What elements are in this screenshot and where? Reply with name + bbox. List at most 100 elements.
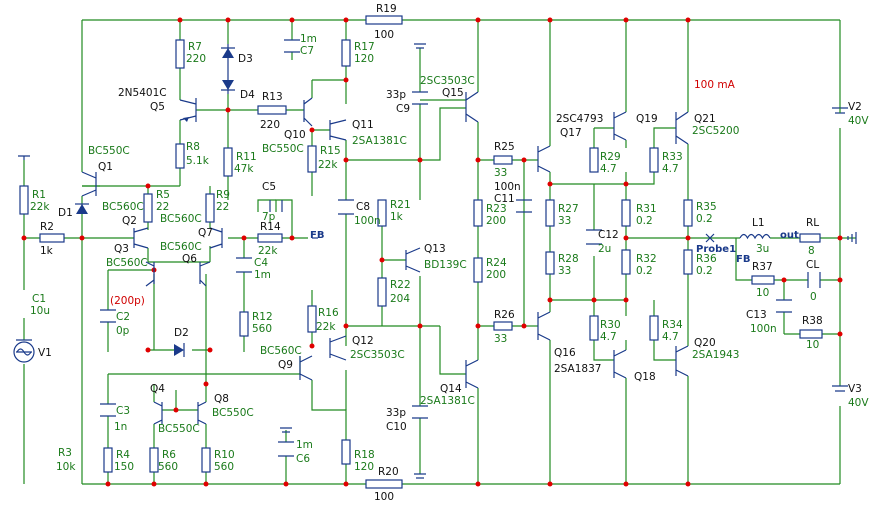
label-Q2-model: BC560C [102, 201, 144, 213]
label-FB-node-1: FB [310, 230, 324, 241]
label-R14: R14 [260, 221, 281, 233]
label-R12-value: 560 [252, 323, 272, 335]
supply-marker-bottom [414, 473, 426, 479]
Q17-transistor [537, 145, 551, 173]
label-R4-value: 150 [114, 461, 134, 473]
R6-resistor [149, 447, 159, 473]
label-R21: R21 [390, 199, 411, 211]
label-L1-value: 3u [756, 243, 769, 255]
label-R10: R10 [214, 449, 235, 461]
label-R20-value: 100 [374, 491, 394, 503]
R13-resistor [257, 105, 287, 115]
label-Q12-model: 2SC3503C [350, 349, 405, 361]
R28-resistor [545, 251, 555, 275]
D4-diode [221, 76, 235, 94]
R33-resistor [649, 147, 659, 173]
label-D4: D4 [240, 89, 255, 101]
label-C13-value: 100n [750, 323, 777, 335]
label-R25-value: 33 [494, 167, 507, 179]
label-Q19: Q19 [636, 113, 658, 125]
label-R16: R16 [318, 307, 339, 319]
label-C5: C5 [262, 181, 276, 193]
Q12-transistor [329, 335, 347, 361]
Q21-transistor [675, 111, 689, 145]
Q2-transistor [133, 227, 149, 249]
label-R29: R29 [600, 151, 621, 163]
Q9-transistor [299, 355, 313, 381]
label-RL: RL [806, 217, 819, 229]
R8-resistor [175, 143, 185, 169]
label-R1-value: 22k [30, 201, 50, 213]
supply-marker-top [414, 43, 426, 49]
label-R18-value: 120 [354, 461, 374, 473]
label-C9-value: 33p [386, 89, 406, 101]
label-C4: C4 [254, 257, 268, 269]
label-R13: R13 [262, 91, 283, 103]
R7-resistor [175, 39, 185, 69]
C6-capacitor [278, 441, 294, 457]
label-Q15: Q15 [442, 87, 464, 99]
RL-resistor [799, 233, 821, 243]
R38-resistor [799, 329, 823, 339]
label-R34-value: 4.7 [662, 331, 679, 343]
label-FB-node-2: FB [736, 254, 750, 265]
label-C10-value: 33p [386, 407, 406, 419]
L1-inductor [739, 233, 771, 240]
label-C11-value: 100n [494, 181, 521, 193]
label-C2-note: (200p) [110, 295, 145, 307]
sources-and-misc [13, 107, 857, 392]
R22-resistor [377, 277, 387, 307]
label-R6: R6 [162, 449, 176, 461]
V3-source [832, 385, 848, 392]
R31-resistor [621, 199, 631, 227]
label-R20: R20 [378, 466, 399, 478]
label-C5-value: 7p [262, 211, 276, 223]
label-R12: R12 [252, 311, 273, 323]
label-C12: C12 [598, 229, 619, 241]
label-Q6-model: BC560C [160, 241, 202, 253]
probe-marker [705, 233, 715, 243]
R21-resistor [377, 199, 387, 227]
label-C3: C3 [116, 405, 130, 417]
Q6-transistor [199, 261, 211, 287]
label-Q2: Q2 [122, 215, 137, 227]
label-Q1: Q1 [98, 161, 113, 173]
C12-capacitor [586, 229, 602, 245]
label-V3: V3 [848, 383, 862, 395]
label-Q7-model: BC560C [160, 213, 202, 225]
C8-capacitor [338, 199, 354, 215]
label-R8-value: 5.1k [186, 155, 210, 167]
label-R6-value: 560 [158, 461, 178, 473]
label-V2-value: 40V [848, 115, 869, 127]
label-Q9: Q9 [278, 359, 293, 371]
diodes [75, 44, 235, 357]
R12-resistor [239, 311, 249, 337]
label-probe: Probe1 [696, 244, 736, 255]
label-RL-value: 8 [808, 245, 815, 257]
label-R29-value: 4.7 [600, 163, 617, 175]
label-C1: C1 [32, 293, 46, 305]
label-Q14-model: 2SA1381C [420, 395, 475, 407]
label-Q20-model: 2SA1943 [692, 349, 739, 361]
C4-capacitor [236, 257, 252, 273]
label-R15-value: 22k [318, 159, 338, 171]
labels: R19 100 R20 100 R7 220 D3 D4 1m C7 R17 1… [30, 3, 869, 503]
label-V3-value: 40V [848, 397, 869, 409]
R24-resistor [473, 257, 483, 283]
label-R2: R2 [40, 221, 54, 233]
label-R32: R32 [636, 253, 657, 265]
label-C10: C10 [386, 421, 407, 433]
R5-resistor [143, 193, 153, 223]
label-Q13: Q13 [424, 243, 446, 255]
label-R22-value: 204 [390, 293, 410, 305]
label-R11: R11 [236, 151, 257, 163]
R36-resistor [683, 249, 693, 275]
label-R31: R31 [636, 203, 657, 215]
label-R27: R27 [558, 203, 579, 215]
label-C2: C2 [116, 311, 130, 323]
label-R33: R33 [662, 151, 683, 163]
label-Q3: Q3 [114, 243, 129, 255]
label-current-note: 100 mA [694, 79, 736, 91]
label-R23: R23 [486, 203, 507, 215]
R15-resistor [307, 145, 317, 173]
